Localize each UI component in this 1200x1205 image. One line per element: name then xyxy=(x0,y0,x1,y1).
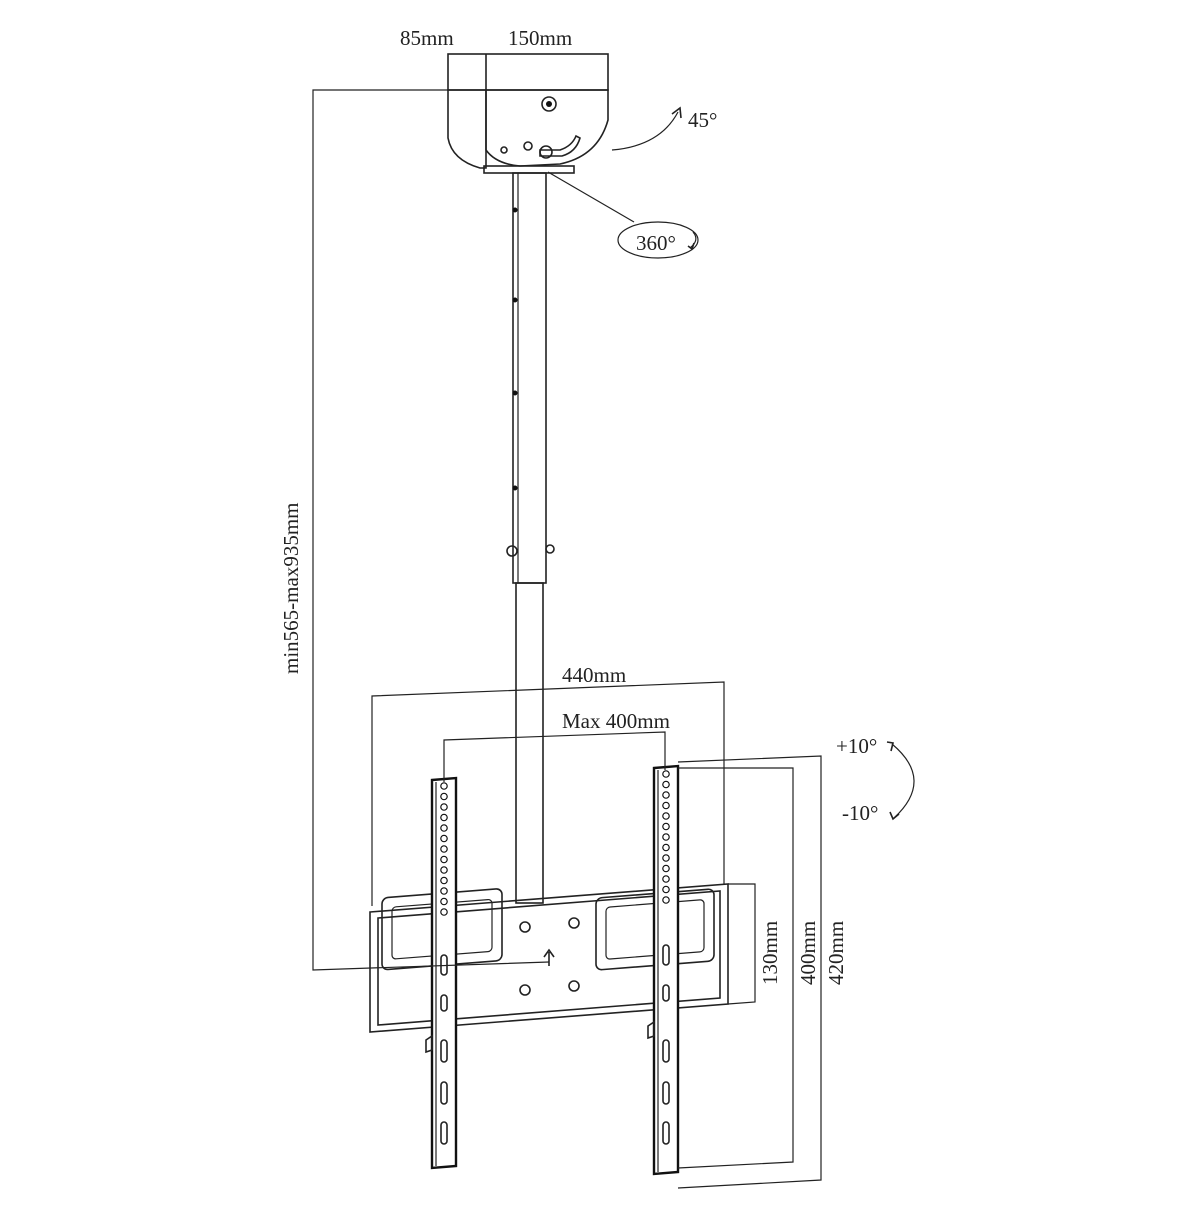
pole-length-label: min565-max935mm xyxy=(279,503,303,675)
rail-hole xyxy=(440,792,448,801)
vertical-rails xyxy=(425,764,680,1176)
tilt-lever xyxy=(539,134,581,157)
rail-hole xyxy=(440,803,448,811)
rail-hole xyxy=(662,875,670,883)
rail-height-label: 420mm xyxy=(824,921,848,985)
swivel-collar xyxy=(483,165,575,174)
rail-hole xyxy=(662,812,670,820)
rail-hole xyxy=(662,864,670,873)
rail-hole xyxy=(440,876,448,885)
arm-width-label: 440mm xyxy=(562,663,626,687)
dimension-lines xyxy=(312,89,915,1189)
bracket-depth-label: 85mm xyxy=(400,26,454,50)
rail-hole xyxy=(662,780,670,789)
tilt-down-label: -10° xyxy=(842,801,878,825)
bracket-side xyxy=(447,89,487,169)
rail-hole xyxy=(440,855,448,864)
rail-hole xyxy=(440,887,448,895)
ceiling-bracket xyxy=(447,53,609,174)
rail-hole xyxy=(662,822,670,831)
rail-hole xyxy=(440,897,448,906)
tilt-ceiling-label: 45° xyxy=(688,108,717,132)
telescopic-pole xyxy=(506,172,555,904)
rail-hole xyxy=(662,885,670,894)
tilt-up-label: +10° xyxy=(836,734,877,758)
rail-hole xyxy=(662,896,670,904)
rail-hole xyxy=(662,854,670,862)
swivel-label: 360° xyxy=(636,231,676,255)
up-arrow-icon xyxy=(543,948,555,966)
rail-hole xyxy=(440,834,448,843)
rail-hole xyxy=(440,866,448,874)
vesa-horizontal-label: Max 400mm xyxy=(562,709,670,733)
bracket-front xyxy=(485,89,609,167)
rail-hole xyxy=(662,833,670,841)
plate-height-label: 130mm xyxy=(758,921,782,985)
rail-hole xyxy=(662,770,670,778)
dimension-labels: 85mm 150mm 45° 360° min565-max935mm 440m… xyxy=(279,26,878,985)
rail-hole xyxy=(440,824,448,832)
vesa-vertical-label: 400mm xyxy=(796,921,820,985)
bracket-width-label: 150mm xyxy=(508,26,572,50)
rail-hole xyxy=(662,843,670,852)
rail-hole xyxy=(440,813,448,822)
rail-hole xyxy=(440,845,448,853)
rail-hole xyxy=(662,791,670,799)
inner-pole xyxy=(515,582,544,904)
swivel-ellipse xyxy=(617,221,699,259)
rail-hole xyxy=(440,908,448,916)
right-rail xyxy=(652,764,680,1176)
rail-hole xyxy=(440,782,448,790)
rail-hole xyxy=(662,801,670,810)
ceiling-plate xyxy=(447,53,609,91)
